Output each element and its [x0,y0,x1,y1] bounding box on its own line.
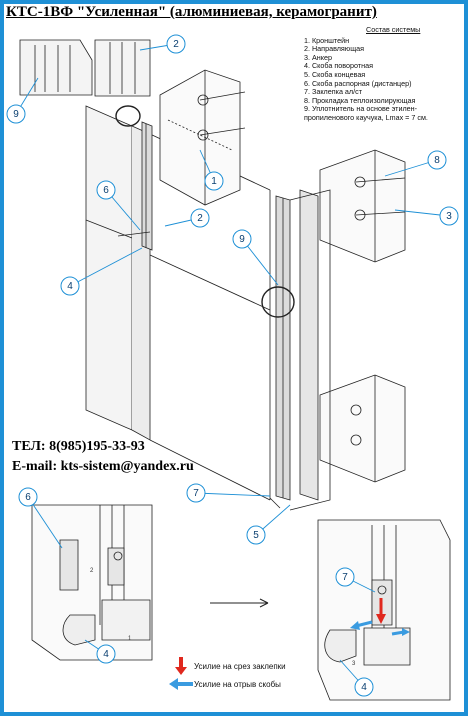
callout-number: 2 [197,213,203,224]
callout-circle [204,171,224,191]
anchor-bolt [354,176,366,188]
detail-mark: 3 [352,661,356,667]
callout-number: 4 [67,281,73,292]
email-text: E-mail: kts-sistem@yandex.ru [12,459,194,474]
legend-item: 7. Заклепка ал/ст [304,87,363,97]
legend-item: 2. Направляющая [304,44,364,54]
red-arrow-icon [168,657,194,675]
callout-circle [18,487,38,507]
legend-item: 6. Скоба распорная (дистанцер) [304,78,412,88]
callout-number: 4 [361,682,367,693]
callout-number: 9 [239,234,245,245]
blue-arrow-icon [168,678,194,690]
callout-circle [335,567,355,587]
detail-mark: 1 [128,636,132,642]
callout-circle [6,104,26,124]
force-arrows [350,598,410,636]
callout-number: 8 [434,155,440,166]
anchor-bolt [197,94,209,106]
callout-number: 1 [211,176,217,187]
callout-circle [96,644,116,664]
legend-item: 1. Кронштейн [304,35,350,45]
bracket [159,69,241,206]
bracket [319,374,406,483]
red-arrow-label: Усилие на срез заклепки [194,661,286,671]
legend-item: 4. Скоба поворотная [304,61,373,71]
callout-circle [186,483,206,503]
legend-item: 3. Анкер [304,52,332,62]
callout-circle [60,276,80,296]
facade-panel [85,105,133,431]
blue-arrow-label: Усилие на отрыв скобы [194,679,281,689]
callout-circle [166,34,186,54]
system-legend: Состав системы 1. Кронштейн 2. Направляю… [304,25,464,123]
phone-text: ТЕЛ: 8(985)195-33-93 [12,439,145,454]
zoom-circle [261,286,295,318]
anchor-bolt [354,209,366,221]
arrow-legend: Усилие на срез заклепки Усилие на отрыв … [168,657,286,693]
anchor-bolt [197,129,209,141]
callout-circle [190,208,210,228]
gasket-profile [19,39,93,96]
callout-number: 3 [446,211,452,222]
callout-circle [354,677,374,697]
callout-circle [439,206,459,226]
callout-circle [232,229,252,249]
page-title: КТС-1ВФ "Усиленная" (алюминиевая, керамо… [6,4,377,20]
callout-number: 9 [13,109,19,120]
callout-number: 6 [103,185,109,196]
detail-mark: 2 [90,568,94,574]
callout-number: 2 [173,39,179,50]
legend-item: 5. Скоба концевая [304,69,366,79]
guide-profile [141,121,153,251]
callout-number: 6 [25,492,31,503]
legend-item: 8. Прокладка теплоизолирующая [304,95,416,105]
callout-number: 7 [193,488,199,499]
bracket [319,149,406,263]
callout-circle [427,150,447,170]
callout-number: 4 [103,649,109,660]
callout-number: 7 [342,572,348,583]
callout-circle [246,525,266,545]
legend-item: 9. Уплотнитель на основе этилен-пропилен… [304,104,428,122]
legend-heading: Состав системы [366,25,421,34]
callout-circle [96,180,116,200]
zoom-circle [115,105,141,127]
callout-number: 5 [253,530,259,541]
contact-block: ТЕЛ: 8(985)195-33-93 E-mail: kts-sistem@… [12,437,194,477]
